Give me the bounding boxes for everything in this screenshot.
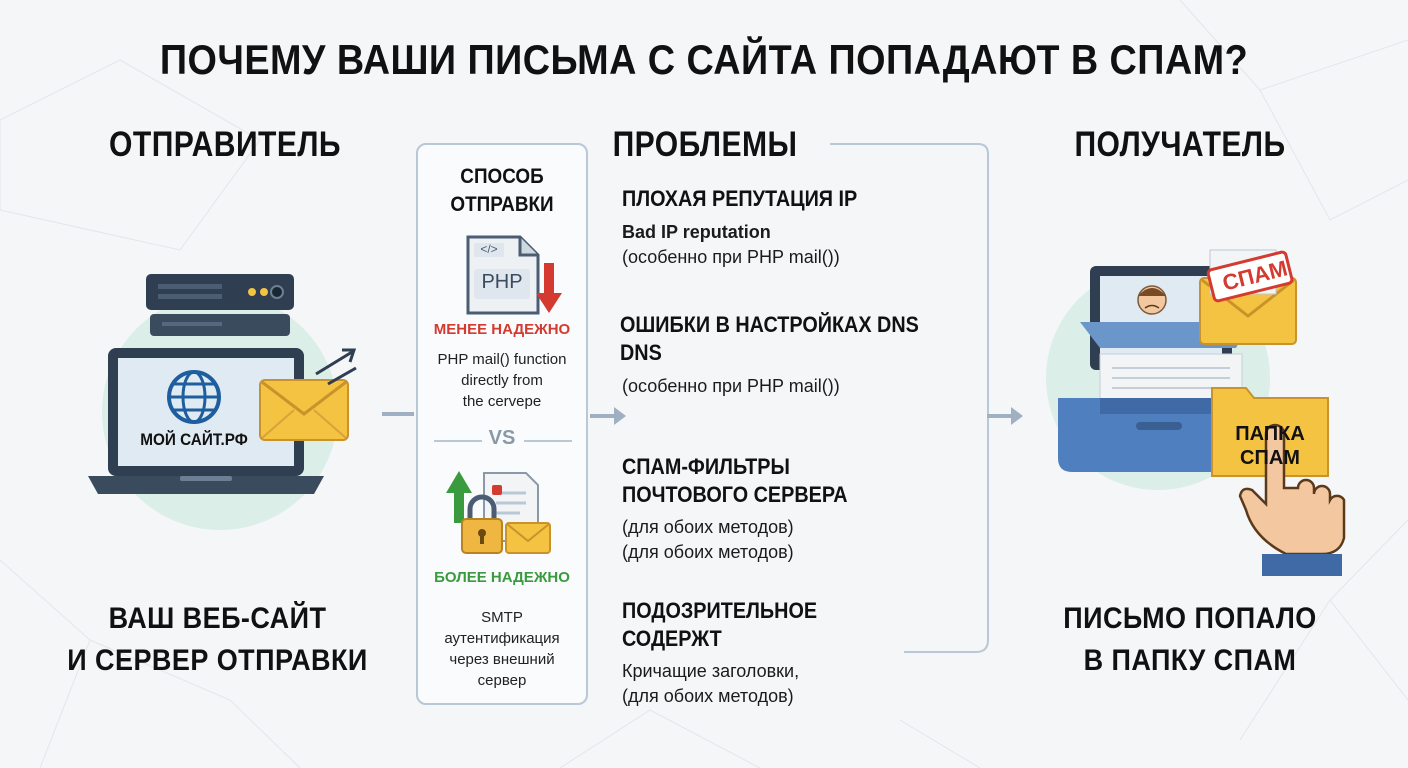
arrow-right-icon <box>987 407 1023 425</box>
spam-envelope-icon <box>1199 249 1297 345</box>
php-file-icon <box>466 235 562 315</box>
problem-detail: (особенно при PHP mail()) <box>622 376 840 396</box>
description-line: SMTP <box>481 609 523 626</box>
arrow-right-icon <box>382 412 414 416</box>
sender-illustration <box>88 274 357 530</box>
description-line: the cervepe <box>462 393 542 410</box>
recipient-illustration <box>1046 249 1346 576</box>
php-code-tag: </> <box>480 242 498 256</box>
description-line: через внешний <box>449 651 555 668</box>
sending-method-panel: СПОСОБ ОТПРАВКИ </> PHP МЕНЕЕ НАДЕЖНО PH… <box>416 143 588 705</box>
less-reliable-description: PHP mail() function directly from the ce… <box>418 349 586 412</box>
page-title: ПОЧЕМУ ВАШИ ПИСЬМА С САЙТА ПОПАДАЮТ В СП… <box>159 36 1249 83</box>
vs-divider-line <box>434 440 482 442</box>
method-title: СПОСОБ ОТПРАВКИ <box>426 163 577 219</box>
problem-title: ОШИБКИ В НАСТРОЙКАХ DNS <box>620 312 919 337</box>
problem-title-continuation: DNS <box>620 340 662 365</box>
problem-detail: (для обоих методов) <box>622 686 794 706</box>
php-label: PHP <box>481 271 523 293</box>
recipient-caption-line: ПИСЬМО ПОПАЛО <box>1063 602 1317 635</box>
more-reliable-label: БОЛЕЕ НАДЕЖНО <box>434 569 570 586</box>
problem-title: СОДЕРЖТ <box>622 626 722 651</box>
description-line: аутентификация <box>444 630 560 647</box>
method-title-line: СПОСОБ <box>460 165 544 188</box>
problem-title: ПОЧТОВОГО СЕРВЕРА <box>622 482 848 507</box>
problem-detail: Кричащие заголовки, <box>622 661 800 681</box>
problems-bracket <box>830 143 989 653</box>
recipient-caption: ПИСЬМО ПОПАЛО В ПАПКУ СПАМ <box>1037 598 1343 682</box>
sender-caption-line: ВАШ ВЕБ-САЙТ <box>108 602 327 635</box>
description-line: сервер <box>477 672 527 689</box>
description-line: PHP mail() function <box>437 351 567 368</box>
vs-divider-line <box>524 440 572 442</box>
problem-title: СПАМ-ФИЛЬТРЫ <box>622 454 790 479</box>
site-label: МОЙ САЙТ.РФ <box>140 430 248 449</box>
problems-column-title: ПРОБЛЕМЫ <box>612 125 798 164</box>
problem-detail: (для обоих методов) <box>622 542 794 562</box>
description-line: directly from <box>461 372 543 389</box>
envelope-icon <box>259 379 349 441</box>
vs-label: VS <box>488 427 516 449</box>
problem-detail: Bad IP reputation <box>622 222 771 242</box>
problem-detail: (для обоих методов) <box>622 517 794 537</box>
secure-smtp-icon <box>446 471 551 554</box>
arrow-right-icon <box>590 407 626 425</box>
sender-column-title: ОТПРАВИТЕЛЬ <box>109 125 341 164</box>
method-title-line: ОТПРАВКИ <box>450 193 554 216</box>
send-arrow-icon <box>315 348 357 386</box>
spam-folder-label: ПАПКА СПАМ <box>1216 422 1324 470</box>
server-stack-icon <box>146 274 294 336</box>
less-reliable-label: МЕНЕЕ НАДЕЖНО <box>433 321 571 338</box>
folder-label-line: СПАМ <box>1240 447 1300 469</box>
problem-detail: (особенно при PHP mail()) <box>622 247 840 267</box>
problem-title: ПЛОХАЯ РЕПУТАЦИЯ IP <box>622 186 858 211</box>
globe-icon <box>167 370 221 424</box>
recipient-column-title: ПОЛУЧАТЕЛЬ <box>1074 125 1286 164</box>
hand-pointer-icon <box>1238 423 1346 576</box>
sender-caption: ВАШ ВЕБ-САЙТ И СЕРВЕР ОТПРАВКИ <box>58 598 378 682</box>
sender-caption-line: И СЕРВЕР ОТПРАВКИ <box>67 644 368 677</box>
folder-label-line: ПАПКА <box>1235 423 1305 445</box>
problem-title: ПОДОЗРИТЕЛЬНОЕ <box>622 598 818 623</box>
recipient-caption-line: В ПАПКУ СПАМ <box>1083 644 1297 677</box>
more-reliable-description: SMTP аутентификация через внешний сервер <box>418 607 586 691</box>
